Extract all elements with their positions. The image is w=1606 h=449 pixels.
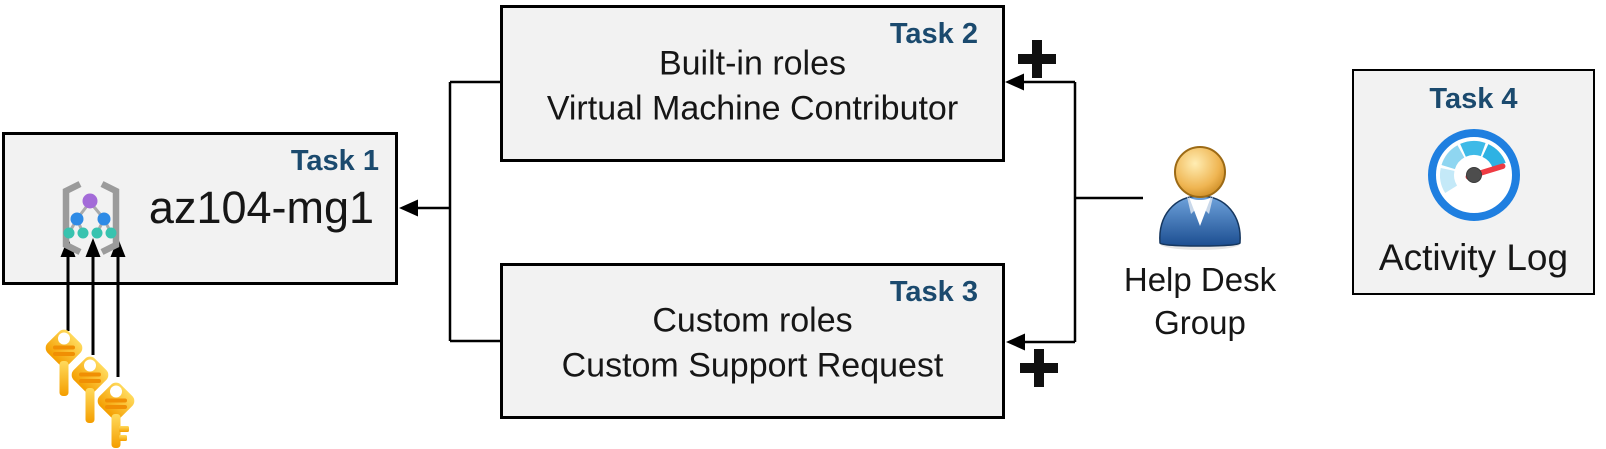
task1-badge: Task 1 <box>290 145 379 177</box>
mg-leaf-1 <box>63 227 75 239</box>
bracket-connector-left <box>416 80 502 343</box>
mg-leaf-2 <box>77 227 89 239</box>
task2-line2: Virtual Machine Contributor <box>546 89 959 128</box>
activity-log-gauge-icon <box>1427 129 1520 221</box>
mg-root-node <box>82 193 98 209</box>
mg-leaf-4 <box>105 227 117 239</box>
key-2 <box>71 356 109 423</box>
mg-node-left <box>70 212 84 226</box>
task2-badge: Task 2 <box>889 18 978 50</box>
task2-box: Task 2 Built-in roles Virtual Machine Co… <box>500 5 1005 162</box>
arrowhead-into-task3 <box>1006 333 1025 351</box>
task2-line1: Built-in roles <box>658 44 847 83</box>
helpdesk-line2: Group <box>1154 304 1246 341</box>
task4-badge: Task 4 <box>1429 83 1518 115</box>
mg-leaf-3 <box>91 227 103 239</box>
gauge-hub <box>1465 167 1482 183</box>
task3-line2: Custom Support Request <box>561 346 944 385</box>
plus-icon-bottom <box>1020 349 1058 387</box>
plus-icon-top <box>1018 40 1056 78</box>
person-collar <box>1189 197 1211 226</box>
person-icon <box>1159 146 1241 250</box>
task4-label: Activity Log <box>1378 237 1569 278</box>
task1-label: az104-mg1 <box>148 181 375 233</box>
task3-badge: Task 3 <box>889 276 978 308</box>
management-group-icon <box>62 181 120 255</box>
bracket-right <box>100 181 120 255</box>
task3-line1: Custom roles <box>652 301 853 340</box>
task4-box: Task 4 Activity Log <box>1352 69 1595 295</box>
keys-icon <box>45 329 135 448</box>
key-3 <box>97 382 135 448</box>
task2-text: Built-in roles Virtual Machine Contribut… <box>503 41 1002 131</box>
task3-text: Custom roles Custom Support Request <box>503 299 1002 389</box>
arrowhead-into-task1 <box>399 199 418 217</box>
person-head <box>1174 146 1226 198</box>
helpdesk-label: Help Desk Group <box>1100 258 1300 344</box>
helpdesk-line1: Help Desk <box>1123 261 1277 298</box>
gauge-seg-1 <box>1439 167 1457 194</box>
key-1 <box>45 329 83 396</box>
mg-node-right <box>97 212 111 226</box>
gauge-seg-3 <box>1459 141 1486 157</box>
gauge-seg-2 <box>1441 145 1465 170</box>
task3-box: Task 3 Custom roles Custom Support Reque… <box>500 263 1005 419</box>
